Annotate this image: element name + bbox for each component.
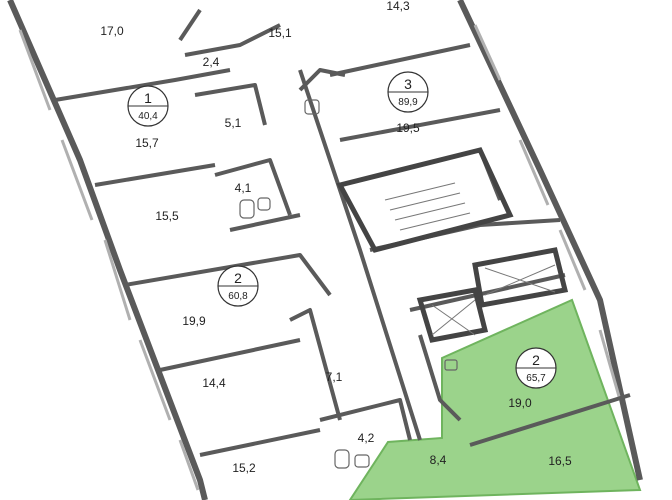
room-area-4-1: 4,1: [235, 181, 252, 195]
highlighted-apartment-area[interactable]: [348, 298, 642, 500]
room-area-17-0: 17,0: [100, 24, 124, 38]
apartment-number: 2: [234, 270, 242, 286]
apartment-area: 65,7: [526, 373, 546, 384]
room-area-19-9: 19,9: [182, 314, 206, 328]
apartment-marker-2b[interactable]: 2 65,7: [515, 347, 557, 389]
apartment-number: 3: [404, 76, 412, 92]
apartment-number: 1: [144, 90, 152, 106]
room-area-19-5: 19,5: [396, 121, 420, 135]
room-area-7-1: 7,1: [326, 370, 343, 384]
apartment-number: 2: [532, 352, 540, 368]
room-area-16-5: 16,5: [548, 454, 572, 468]
apartment-area: 60,8: [228, 291, 248, 302]
apartment-marker-1[interactable]: 1 40,4: [127, 85, 169, 127]
stair-core: [336, 147, 569, 343]
room-area-15-5: 15,5: [155, 209, 179, 223]
apartment-marker-2a[interactable]: 2 60,8: [217, 265, 259, 307]
room-area-19-0: 19,0: [508, 396, 532, 410]
stair-lines: [384, 182, 556, 336]
windows: [18, 24, 622, 491]
room-area-15-2: 15,2: [232, 461, 256, 475]
room-labels: 17,0 15,1 14,3 2,4 15,7 5,1 19,5 4,1 15,…: [100, 0, 572, 475]
outer-walls: [7, 0, 643, 500]
bathroom-fixtures: [239, 99, 458, 469]
room-area-4-2: 4,2: [358, 431, 375, 445]
room-area-15-1: 15,1: [268, 26, 292, 40]
apartment-area: 89,9: [398, 97, 418, 108]
room-area-15-7: 15,7: [135, 136, 159, 150]
apartment-marker-3[interactable]: 3 89,9: [387, 71, 429, 113]
apartment-area: 40,4: [138, 111, 158, 122]
room-area-2-4: 2,4: [203, 55, 220, 69]
room-area-14-4: 14,4: [202, 376, 226, 390]
room-area-8-4: 8,4: [430, 453, 447, 467]
room-area-5-1: 5,1: [225, 116, 242, 130]
room-area-14-3: 14,3: [386, 0, 410, 13]
